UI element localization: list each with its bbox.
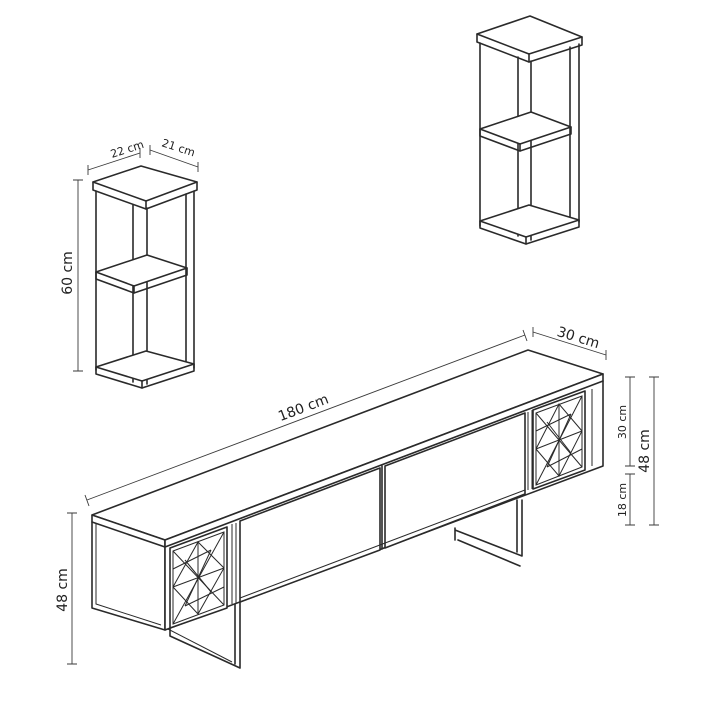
tv-unit-sliding-door-left[interactable] [239,467,381,603]
tv-unit-leg-height-label: 18 cm [616,483,629,517]
tv-unit [91,349,604,669]
tv-unit-height-label-right: 48 cm [637,429,653,473]
tv-unit-right-leg [454,499,523,567]
tv-unit-length-label: 180 cm [276,392,331,425]
right-shelf [476,15,583,245]
shelf-height-label: 60 cm [60,251,76,295]
tv-unit-sliding-door-right[interactable] [384,412,526,549]
shelf-depth-label: 21 cm [160,136,197,159]
tv-unit-left-lattice-panel [169,526,228,629]
left-shelf-middle [95,254,188,287]
tv-unit-body-height-label: 30 cm [616,405,629,439]
left-shelf [92,165,198,389]
tv-unit-right-lattice-panel [532,390,586,490]
tv-unit-height-label-left: 48 cm [55,568,71,612]
tv-unit-depth-label: 30 cm [555,324,601,352]
